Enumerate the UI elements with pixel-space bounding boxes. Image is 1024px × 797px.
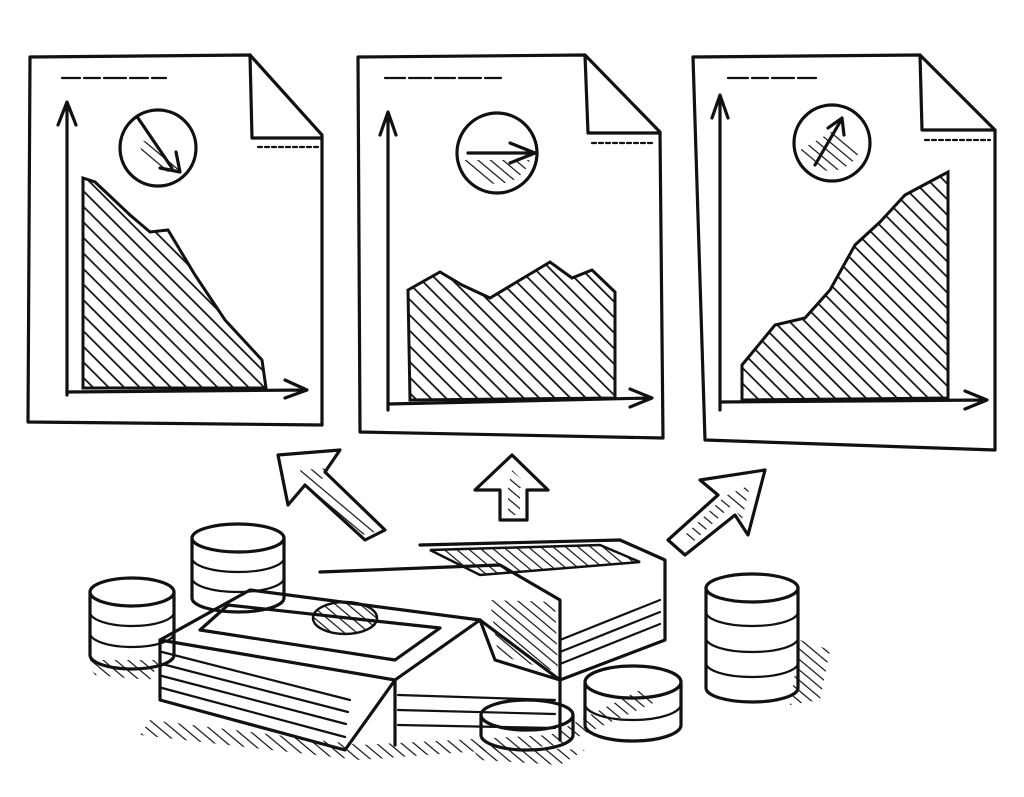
report-growth — [691, 53, 997, 452]
arrow-up-right-icon — [792, 103, 872, 183]
coin-stack — [190, 522, 286, 614]
arrow-up-left-icon — [276, 448, 387, 542]
arrow-down-right-icon — [118, 108, 198, 188]
arrow-up-icon — [473, 453, 550, 522]
report-stable — [356, 53, 665, 440]
banknote-stack — [140, 538, 667, 760]
coin — [470, 698, 585, 765]
coin-stack — [704, 572, 830, 705]
coin-stack — [583, 664, 683, 743]
coin-stack — [88, 576, 176, 671]
arrow-up-right-icon — [666, 468, 767, 557]
shadow — [85, 660, 160, 680]
arrow-right-icon — [455, 111, 539, 195]
report-decline — [26, 53, 324, 427]
